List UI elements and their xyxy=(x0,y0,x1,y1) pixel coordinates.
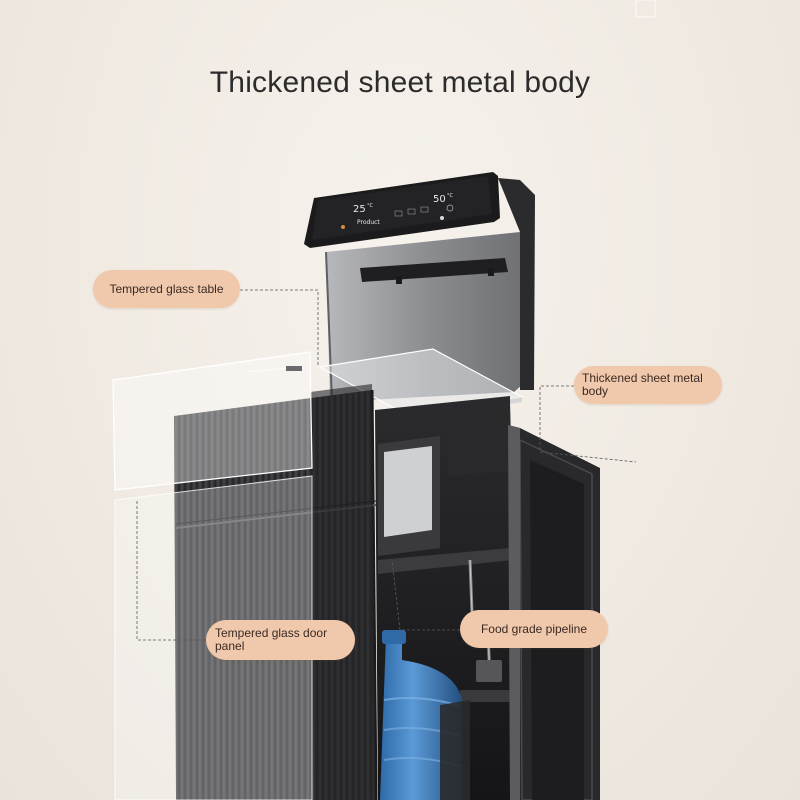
callout-thickened-sheet-metal: Thickened sheet metal body xyxy=(574,366,722,404)
inner-shelf xyxy=(378,548,512,574)
callout-label: Food grade pipeline xyxy=(480,621,588,636)
power-icon xyxy=(446,204,454,212)
callout-food-grade-pipeline: Food grade pipeline xyxy=(460,610,608,648)
callout-tempered-glass-table: Tempered glass table xyxy=(93,270,240,308)
panel-product-label: Product xyxy=(357,219,380,226)
corner-mark xyxy=(635,0,656,18)
top-side-frame xyxy=(498,178,535,390)
leader-line-pipeline xyxy=(391,559,460,631)
indicator-light-icon xyxy=(341,225,345,229)
callout-label: Tempered glass table xyxy=(109,281,224,296)
callout-label: Tempered glass door panel xyxy=(215,626,328,653)
upper-compartment xyxy=(384,446,432,537)
svg-text:°C: °C xyxy=(367,203,374,209)
glass-table-panel xyxy=(112,351,313,491)
leader-line-door-panel xyxy=(136,500,206,641)
leader-line-glass-table xyxy=(240,289,319,365)
left-temperature-readout: 25 xyxy=(353,204,366,215)
right-temperature-readout: 50 xyxy=(433,194,446,205)
callout-tempered-glass-door-panel: Tempered glass door panel xyxy=(206,620,355,660)
leader-line-sheet-metal xyxy=(539,385,637,463)
svg-text:°C: °C xyxy=(447,193,454,199)
headline: Thickened sheet metal body xyxy=(209,66,591,99)
callout-label: Thickened sheet metal body xyxy=(582,371,703,398)
